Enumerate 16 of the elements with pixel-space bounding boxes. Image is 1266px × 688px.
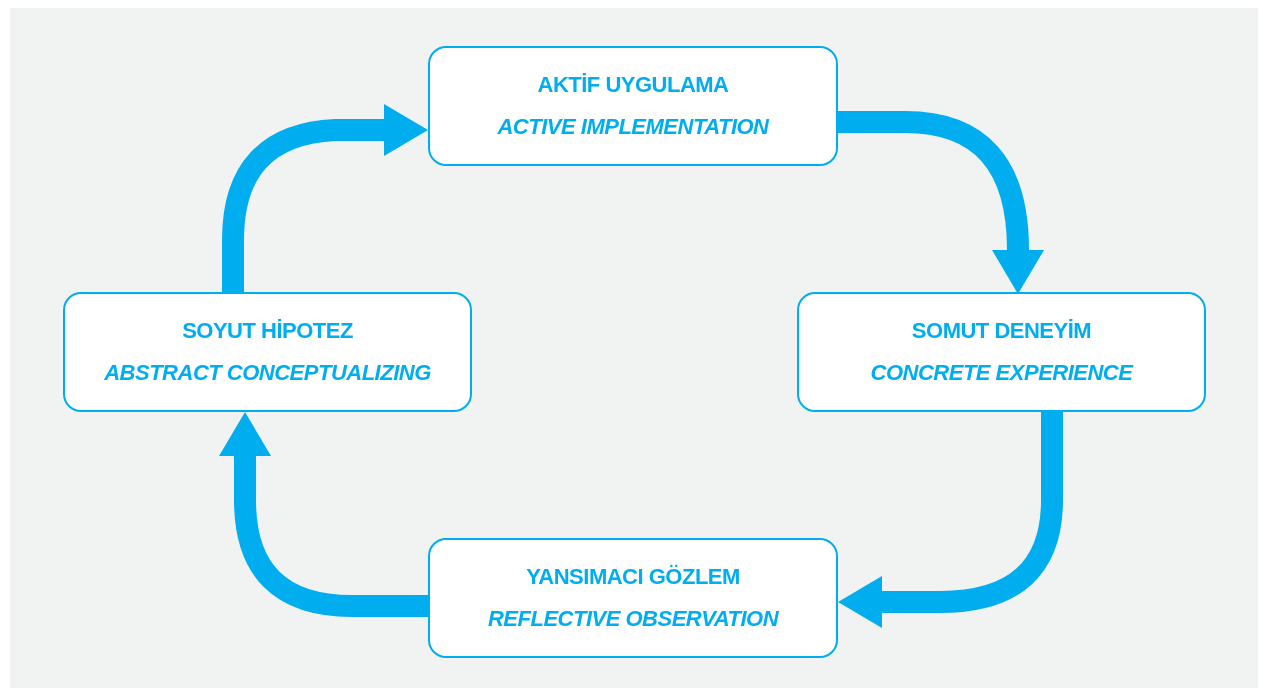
curved-arrow [838, 111, 1044, 294]
stage-title: SOMUT DENEYİM [911, 318, 1092, 344]
stage-subtitle: REFLECTIVE OBSERVATION [487, 606, 779, 632]
curved-arrow [219, 412, 428, 617]
curved-arrow [222, 104, 428, 292]
stage-title: SOYUT HİPOTEZ [182, 318, 353, 344]
stage-subtitle: ABSTRACT CONCEPTUALIZING [104, 360, 431, 386]
stage-box [428, 538, 838, 658]
stage-box [428, 46, 838, 166]
stage-title: YANSIMACI GÖZLEM [526, 564, 740, 590]
stage-box [63, 292, 472, 412]
stage-box [797, 292, 1206, 412]
stage-title: AKTİF UYGULAMA [537, 72, 729, 98]
stage-subtitle: CONCRETE EXPERIENCE [870, 360, 1133, 386]
stage-subtitle: ACTIVE IMPLEMENTATION [497, 114, 769, 140]
curved-arrow [838, 412, 1063, 628]
